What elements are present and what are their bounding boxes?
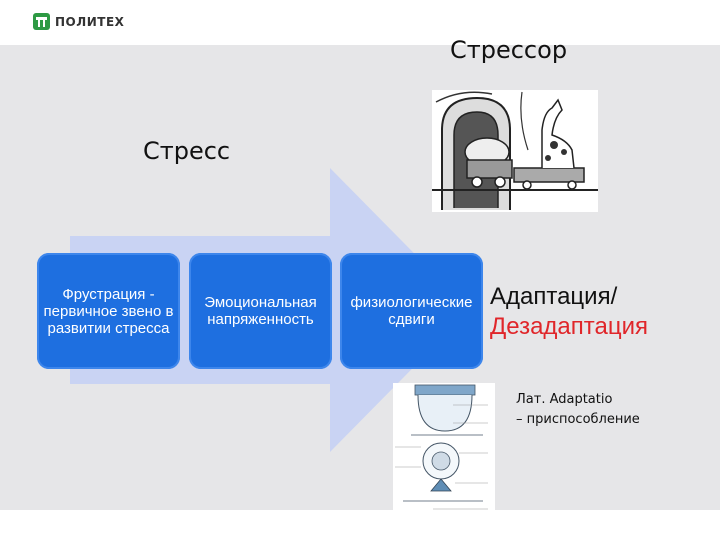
physiological-shifts-box: физиологические сдвиги <box>340 253 483 369</box>
stressor-title: Стрессор <box>450 36 568 64</box>
latin-translation: – приспособление <box>516 412 640 427</box>
emotional-tension-box-label: Эмоциональная напряженность <box>204 294 317 328</box>
frustration-box-label: Фрустрация - первичное звено в развитии … <box>43 285 174 337</box>
latin-term: Лат. Adaptatio <box>516 392 613 407</box>
adaptation-heading: Адаптация/ Дезадаптация <box>490 282 648 342</box>
logo-text: ПОЛИТЕХ <box>55 14 125 29</box>
latin-definition: Лат. Adaptatio – приспособление <box>516 390 640 430</box>
maladaptation-label: Дезадаптация <box>490 313 648 340</box>
logo-icon <box>33 13 50 30</box>
politech-logo: ПОЛИТЕХ <box>33 13 124 30</box>
physiological-shifts-box-label: физиологические сдвиги <box>350 294 473 328</box>
frustration-box: Фрустрация - первичное звено в развитии … <box>37 253 180 369</box>
adaptation-label: Адаптация/ <box>490 283 618 310</box>
stress-title: Стресс <box>143 137 231 165</box>
emotional-tension-box: Эмоциональная напряженность <box>189 253 332 369</box>
stressor-cartoon-image <box>432 90 598 212</box>
slide-bottom-strip <box>0 510 720 540</box>
cell-adaptation-diagram-image <box>393 383 495 519</box>
